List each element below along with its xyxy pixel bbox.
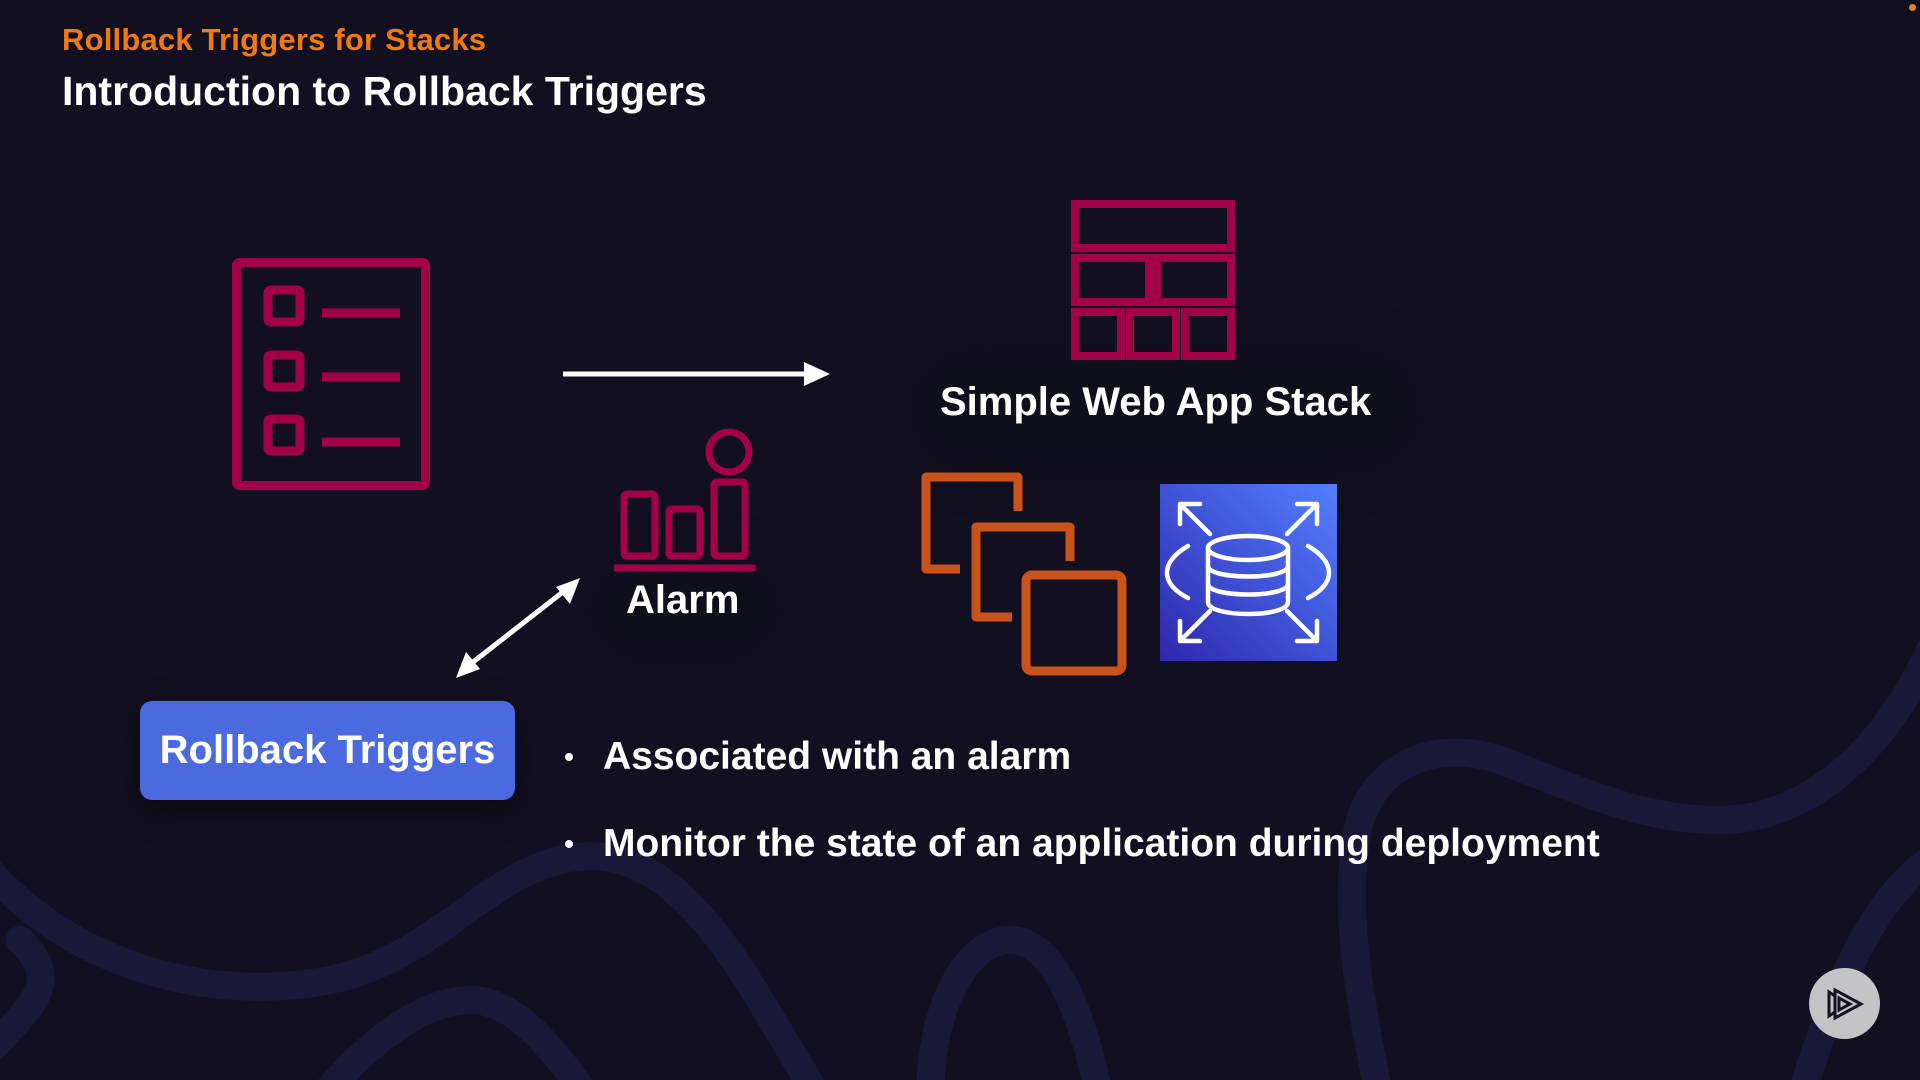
alarm-label: Alarm [626,578,740,622]
cloudwatch-alarm-icon [614,428,755,572]
bullet-dot-icon [565,753,573,761]
arrow-right-icon [563,362,830,386]
bullet-text: Associated with an alarm [603,735,1072,778]
rollback-triggers-button[interactable]: Rollback Triggers [140,701,515,800]
play-button[interactable] [1809,968,1880,1039]
bullet-item: Monitor the state of an application duri… [560,822,1600,866]
stack-label: Simple Web App Stack [940,380,1372,424]
pluralsight-play-icon [1827,986,1864,1021]
ec2-instances-icon [921,472,1127,676]
stack-grid-icon [1071,200,1235,360]
bullet-item: Associated with an alarm [560,735,1600,779]
slide-eyebrow: Rollback Triggers for Stacks [62,22,487,57]
double-arrow-icon [456,578,580,678]
checklist-icon [232,258,430,490]
rds-database-icon [1160,484,1337,661]
bullet-dot-icon [565,840,573,848]
recording-indicator-dot [1909,4,1916,11]
slide-title: Introduction to Rollback Triggers [62,68,707,114]
bullet-text: Monitor the state of an application duri… [603,822,1600,865]
bullet-list: Associated with an alarm Monitor the sta… [560,735,1600,909]
